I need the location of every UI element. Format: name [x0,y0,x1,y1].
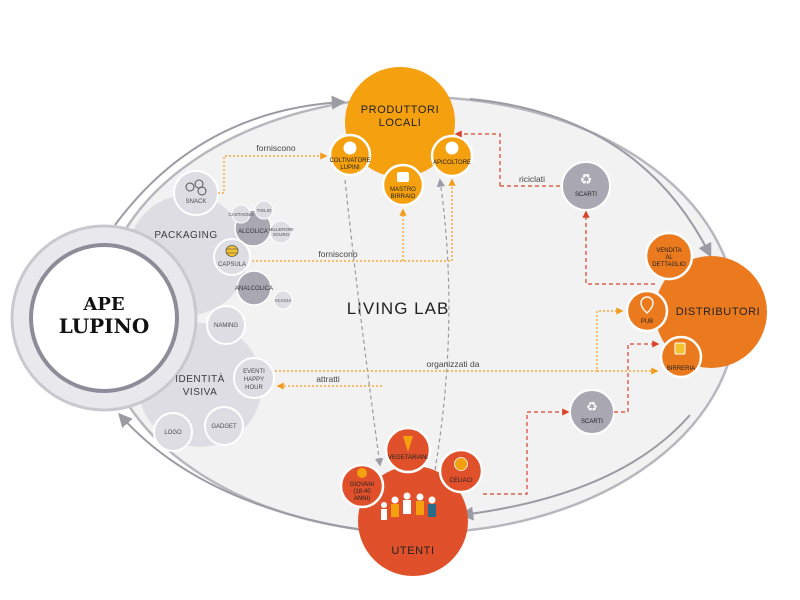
giovani-label-1: GIOVANI [350,482,375,488]
hub-mid-ring [29,243,179,393]
distributori-label: DISTRIBUTORI [676,306,761,318]
mastro-node[interactable] [381,163,425,207]
coltivatore-label-1: COLTIVATORE [330,158,371,164]
analcolica-label: ANALCOLICA [235,286,273,292]
birreria-node[interactable] [659,335,703,379]
recycle-icon-2: ♻ [586,400,598,415]
tiglio-label: TIGLIO [257,208,272,213]
wheat-icon [343,141,357,155]
connector-celiaci-scarti [483,408,570,495]
giovani-label-2: (18-40 [353,489,371,495]
orbit-arrow-top-left [114,95,346,226]
acacia-node[interactable] [273,290,293,310]
alcolica-label: ALCOLICA [238,229,268,235]
pub-node[interactable] [625,289,669,333]
vendita-label-2: AL [665,255,673,261]
dashed-arc-up [434,178,450,471]
hub-logo-line2: LUPINO [59,314,150,338]
forniscono-mid-label: forniscono [318,249,357,259]
snack-node[interactable] [173,170,219,216]
beekeeper-icon [445,141,459,155]
connector-organizzati-da [275,307,624,372]
tiglio-node[interactable] [254,200,274,220]
coltivatore-node[interactable] [328,133,372,177]
orbit-arrow-top [469,98,712,258]
utenti-label: UTENTI [391,545,434,557]
gadget-node[interactable] [204,406,244,446]
connector-snack-coltivatore [218,152,328,194]
millefiori-label-2: SCURO [273,232,290,237]
pub-label: PUB [641,319,653,325]
beehive-icon [225,245,239,257]
castagno-label: CASTAGNO [229,212,254,217]
forniscono-top-label: forniscono [256,143,295,153]
capsula-node[interactable] [213,238,251,276]
produttori-label-2: LOCALI [379,117,422,129]
giovani-node[interactable] [339,463,385,509]
beer-mug-icon [674,342,686,355]
recycle-icon: ♻ [580,172,593,188]
scarti-bottom-label: SCARTI [581,419,603,425]
attratti-label: attratti [316,374,340,384]
apicoltore-label: APICOLTORE [433,160,471,166]
scarti-top-node[interactable] [561,161,611,211]
packaging-label: PACKAGING [154,230,217,241]
connector-capsula-producers [252,178,456,262]
living-lab-label: LIVING LAB [347,299,450,318]
produttori-circle [345,67,455,177]
eventi-label-3: HOUR [245,385,263,391]
identita-label-2: VISIVA [183,387,218,398]
map-pin-icon [640,296,654,314]
celiaci-node[interactable] [438,448,484,494]
naming-label: NAMING [214,323,238,329]
mastro-label-1: MASTRO [390,187,416,193]
giovani-label-3: ANNI) [354,496,370,502]
produttori-label-1: PRODUTTORI [361,104,440,116]
logo-label: LOGO [164,430,182,436]
acacia-label: ACACIA [275,298,292,303]
gluten-free-icon [454,457,468,471]
capsula-label: CAPSULA [218,262,246,268]
dashed-arc-down [344,179,384,467]
beer-brewer-icon [397,172,409,182]
vendita-node[interactable] [644,231,694,281]
vendita-label-3: DETTAGLIO [652,262,686,268]
vegetariani-label: VEGETARIANI [388,455,428,461]
connector-distributori-scarti [582,210,655,285]
people-group-icon [381,492,436,520]
eventi-label-1: EVENTI [243,369,265,375]
vendita-label-1: VENDITA [656,248,682,254]
eventi-node[interactable] [233,357,275,399]
millefiori-label-1: MILLEFIORI [268,227,293,232]
naming-node[interactable] [206,305,246,345]
analcolica-node[interactable] [236,270,272,306]
eventi-label-2: HAPPY [244,377,264,383]
connector-scarti-birreria [614,340,660,413]
gadget-label: GADGET [211,424,237,430]
orbit-arrow-bottom-right [459,414,691,521]
connector-apicoltore-scarti [454,130,501,186]
snack-label: SNACK [186,199,207,205]
birreria-label: BIRRERIA [667,366,695,372]
orbit-arrow-bottom-left [118,412,363,531]
nuts-icon [185,179,207,196]
coltivatore-label-2: LUPINI [340,165,360,171]
millefiori-node[interactable] [269,220,293,244]
mastro-label-2: BIRRAIO [391,194,416,200]
organizzati-da-label: organizzati da [427,359,480,369]
riciclati-label: riciclati [519,174,545,184]
logo-node[interactable] [153,412,193,452]
users-icon [357,468,367,478]
castagno-node[interactable] [231,204,251,224]
utenti-circle [358,466,468,576]
hub-logo-line1: APE [82,294,124,315]
celiaci-label: CELIACI [449,478,473,484]
carrot-icon [403,436,413,452]
identita-label-1: IDENTITÀ [175,372,225,385]
scarti-top-label: SCARTI [575,192,597,198]
apicoltore-node[interactable] [430,134,474,178]
